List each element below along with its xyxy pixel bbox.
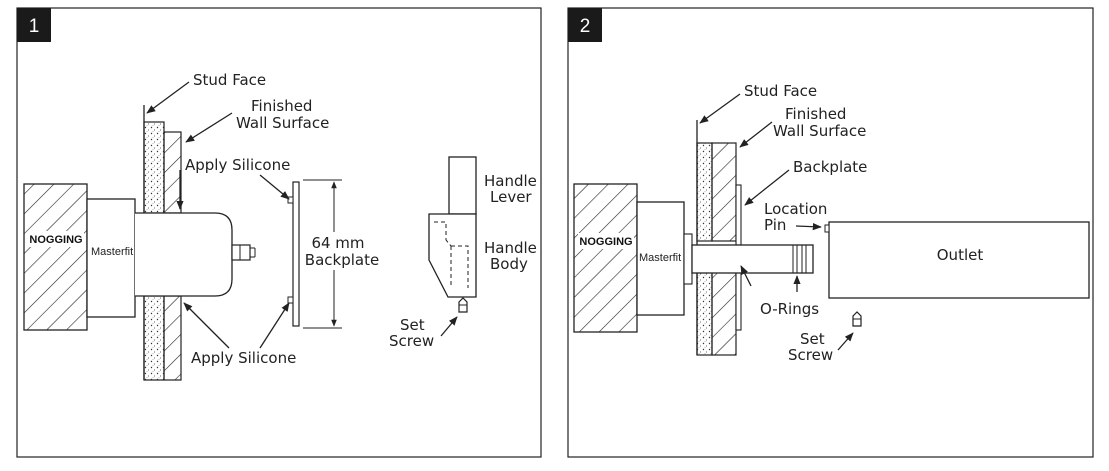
stud-face-pointer-2 (699, 93, 741, 124)
panel-2: 2 NOGGING Masterfit Outlet Stud Face Fi (567, 7, 1094, 458)
wall-board-upper-2 (696, 142, 713, 242)
set-screw-pointer (440, 316, 458, 337)
masterfit-body-2 (636, 201, 685, 316)
set-screw-pointer-2 (837, 332, 854, 351)
nogging-label-2: NOGGING (579, 236, 632, 248)
handle-lever-label-line1: Handle (484, 172, 537, 190)
location-pin-label-line2: Pin (764, 216, 786, 234)
set-screw-label-line1: Set (400, 316, 425, 334)
nogging-block-2 (573, 183, 638, 333)
stud-upper-2 (711, 142, 737, 242)
apply-silicone-top-label: Apply Silicone (185, 156, 290, 174)
finished-label-line2: Wall Surface (236, 114, 329, 132)
stud-face-label-2: Stud Face (744, 82, 817, 100)
silicone-bottom-pointer-1 (183, 302, 230, 349)
finished-label-line1-2: Finished (785, 105, 846, 123)
nogging-label-bg (28, 231, 84, 247)
set-screw-label-line2: Screw (389, 332, 434, 350)
handle-body-label-line2: Body (490, 255, 528, 273)
stud-upper (163, 131, 182, 214)
masterfit-body (86, 198, 136, 318)
nogging-label: NOGGING (29, 234, 82, 246)
handle-lever (448, 156, 477, 215)
o-ring-pointer-1 (740, 265, 752, 287)
outlet-label: Outlet (937, 246, 984, 264)
apply-silicone-bottom-label: Apply Silicone (191, 349, 296, 367)
backplate-2-lower (735, 265, 742, 331)
finished-label-line1: Finished (251, 97, 312, 115)
silicone-bottom-pointer-2 (259, 302, 290, 349)
spindle-pipe (691, 244, 814, 274)
spindle (231, 244, 251, 261)
cartridge-body (135, 212, 233, 297)
backplate-size-label: 64 mm (311, 234, 364, 252)
backplate-label: Backplate (305, 251, 379, 269)
stud-face-label: Stud Face (193, 71, 266, 89)
wall-board-lower (143, 295, 165, 381)
set-screw-label-line1-2: Set (800, 330, 825, 348)
location-pin-label-line1: Location (764, 200, 827, 218)
backplate-label-2: Backplate (793, 158, 867, 176)
handle-body-label-line1: Handle (484, 239, 537, 257)
finished-pointer-2 (739, 121, 773, 148)
nogging-block (23, 183, 88, 331)
wall-board-lower-2 (696, 269, 713, 356)
handle-body (428, 213, 477, 298)
stud-face-pointer (146, 81, 190, 114)
set-screw-label-line2-2: Screw (788, 346, 833, 364)
backplate-pointer-2 (744, 169, 790, 206)
panel-1: 1 NOGGING Masterfit 64 mm Backplate (16, 7, 542, 458)
panel-2-number: 2 (580, 16, 591, 37)
stud-lower-2 (711, 269, 737, 356)
nogging-label-bg-2 (578, 233, 634, 249)
outlet-body (828, 221, 1090, 299)
backplate-2-upper (735, 184, 742, 246)
finished-label-line2-2: Wall Surface (773, 122, 866, 140)
panel-1-badge (17, 8, 51, 42)
location-pin-pointer (795, 223, 822, 231)
panel-2-badge (568, 8, 602, 42)
finished-pointer (185, 112, 233, 143)
wall-board-upper (143, 121, 165, 214)
backplate (292, 181, 300, 327)
masterfit-label-2: Masterfit (639, 252, 681, 264)
stud-lower (163, 295, 182, 381)
panel-1-number: 1 (29, 16, 40, 37)
o-rings-label: O-Rings (760, 300, 819, 318)
silicone-top-pointer-2 (259, 174, 290, 200)
handle-lever-label-line2: Lever (490, 188, 532, 206)
masterfit-label: Masterfit (91, 246, 133, 258)
